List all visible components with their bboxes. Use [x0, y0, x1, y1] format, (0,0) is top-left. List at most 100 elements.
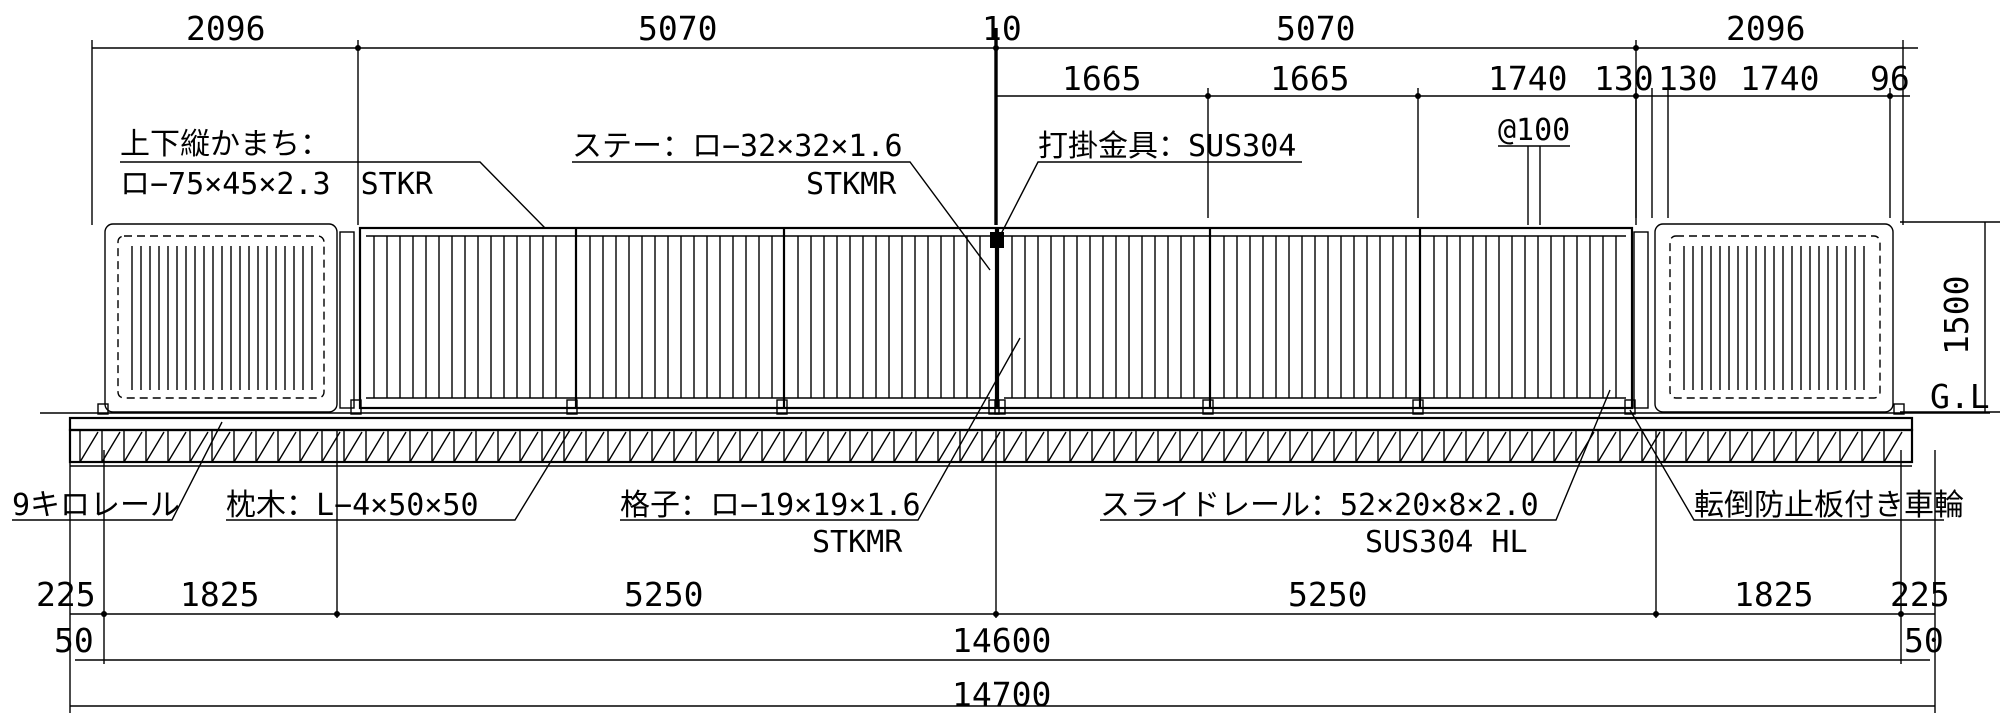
- sleeper-hatch: [1817, 431, 1837, 463]
- height-dimension: [1900, 221, 2000, 413]
- sleeper-hatch: [1113, 431, 1133, 463]
- frame-leader: [120, 161, 546, 229]
- gate-wheel: [776, 399, 788, 415]
- sleeper-hatch: [387, 431, 407, 463]
- sleeper-hatch: [1399, 431, 1419, 463]
- pitch-leader: [1498, 145, 1570, 225]
- sleeper-leader: [226, 429, 571, 521]
- dim-top-right-2096: 2096: [1726, 9, 1805, 48]
- sleeper-hatch: [893, 431, 913, 463]
- sleeper-hatch: [1289, 431, 1309, 463]
- sleeper-hatch: [365, 431, 385, 463]
- sleeper-hatch: [409, 431, 429, 463]
- dim-bottom-5250-left: 5250: [624, 575, 703, 614]
- dim-bottom-1825-right: 1825: [1734, 575, 1813, 614]
- frame-callout-line1: 上下縦かまち：: [120, 127, 330, 162]
- dim-top-right-5070: 5070: [1276, 9, 1355, 48]
- sleeper-hatch: [629, 431, 649, 463]
- sleeper-hatch: [431, 431, 451, 463]
- dim-top-left-5070: 5070: [638, 9, 717, 48]
- sleeper-hatch: [189, 431, 209, 463]
- sleeper-hatch: [739, 431, 759, 463]
- sleeper-hatch: [673, 431, 693, 463]
- rail-9kg-leader: [12, 421, 223, 521]
- sleeper-hatch: [1091, 431, 1111, 463]
- sleeper-hatch: [1729, 431, 1749, 463]
- dim-bottom-1825-left: 1825: [180, 575, 259, 614]
- stay-callout-line1: ステー：ロ−32×32×1.6: [572, 129, 903, 164]
- gate-wheel: [566, 399, 578, 415]
- ground-level-label: G.L: [1930, 377, 1990, 416]
- sleeper-hatch: [1597, 431, 1617, 463]
- wheel-callout: 転倒防止板付き車輪: [1694, 488, 1964, 523]
- dim-second-130-a: 130: [1594, 59, 1654, 98]
- sleeper-hatch: [1003, 431, 1023, 463]
- sleeper-hatch: [607, 431, 627, 463]
- sleeper-hatch: [343, 431, 363, 463]
- dim-second-1740-a: 1740: [1488, 59, 1567, 98]
- sleeper-hatch: [915, 431, 935, 463]
- stay-leader: [572, 161, 991, 271]
- sleeper-hatch: [1421, 431, 1441, 463]
- latch-callout: 打掛金具：SUS304: [1038, 129, 1296, 164]
- sleeper-hatch: [783, 431, 803, 463]
- sleeper-hatch: [1465, 431, 1485, 463]
- sleeper-hatch: [1795, 431, 1815, 463]
- sleeper-hatch: [1553, 431, 1573, 463]
- dim-bottom-225-right: 225: [1890, 575, 1950, 614]
- gate-wheel: [1412, 399, 1424, 415]
- sleeper-hatch: [277, 431, 297, 463]
- sleeper-callout: 枕木：L−4×50×50: [226, 488, 479, 523]
- sleeper-hatch: [981, 431, 1001, 463]
- sleeper-hatch: [1443, 431, 1463, 463]
- sleeper-hatch: [1487, 431, 1507, 463]
- sleeper-hatch: [651, 431, 671, 463]
- dim-bottom-5250-right: 5250: [1288, 575, 1367, 614]
- dim-height-1500: 1500: [1937, 276, 1976, 355]
- frame-callout-line2: ロ−75×45×2.3 STKR: [120, 167, 434, 202]
- dim-second-96: 96: [1870, 59, 1910, 98]
- gate-wheel: [988, 399, 1000, 415]
- dim-second-1740-b: 1740: [1740, 59, 1819, 98]
- sleeper-hatch: [1839, 431, 1859, 463]
- sleeper-hatch: [1707, 431, 1727, 463]
- gate-wheel: [994, 399, 1006, 415]
- stay-callout-line2: STKMR: [806, 167, 897, 202]
- sleeper-hatch: [1267, 431, 1287, 463]
- dim-right-50: 50: [1904, 621, 1944, 660]
- lattice-callout-line1: 格子：ロ−19×19×1.6: [620, 488, 921, 523]
- rail-sleeper-band: [68, 416, 1914, 467]
- sleeper-hatch: [827, 431, 847, 463]
- sleeper-hatch: [211, 431, 231, 463]
- slide-rail-callout-line1: スライドレール：52×20×8×2.0: [1100, 488, 1539, 523]
- sleeper-hatch: [585, 431, 605, 463]
- dim-total-14600: 14600: [952, 621, 1051, 660]
- dim-bottom-225-left: 225: [36, 575, 96, 614]
- sleeper-hatch: [1531, 431, 1551, 463]
- sleeper-hatch: [541, 431, 561, 463]
- sleeper-hatch: [497, 431, 517, 463]
- sleeper-hatch: [761, 431, 781, 463]
- sleeper-hatch: [1135, 431, 1155, 463]
- sleeper-hatch: [1751, 431, 1771, 463]
- sleeper-hatch: [1773, 431, 1793, 463]
- sleeper-hatch: [1685, 431, 1705, 463]
- sleeper-hatch: [1509, 431, 1529, 463]
- sleeper-hatch: [1311, 431, 1331, 463]
- sleeper-hatch: [1025, 431, 1045, 463]
- sleeper-hatch: [1355, 431, 1375, 463]
- dim-total-14700: 14700: [952, 675, 1051, 713]
- sleeper-hatch: [1157, 431, 1177, 463]
- sleeper-hatch: [145, 431, 165, 463]
- sleeper-hatch: [805, 431, 825, 463]
- dim-top-center-10: 10: [982, 9, 1022, 48]
- lattice-leader: [620, 337, 1021, 521]
- sleeper-hatch: [1245, 431, 1265, 463]
- dim-second-130-b: 130: [1658, 59, 1718, 98]
- gate-body: [97, 223, 1905, 415]
- lattice-callout-line2: STKMR: [812, 525, 903, 560]
- sleeper-hatch: [519, 431, 539, 463]
- sleeper-hatch: [563, 431, 583, 463]
- slide-rail-leader: [1100, 389, 1611, 521]
